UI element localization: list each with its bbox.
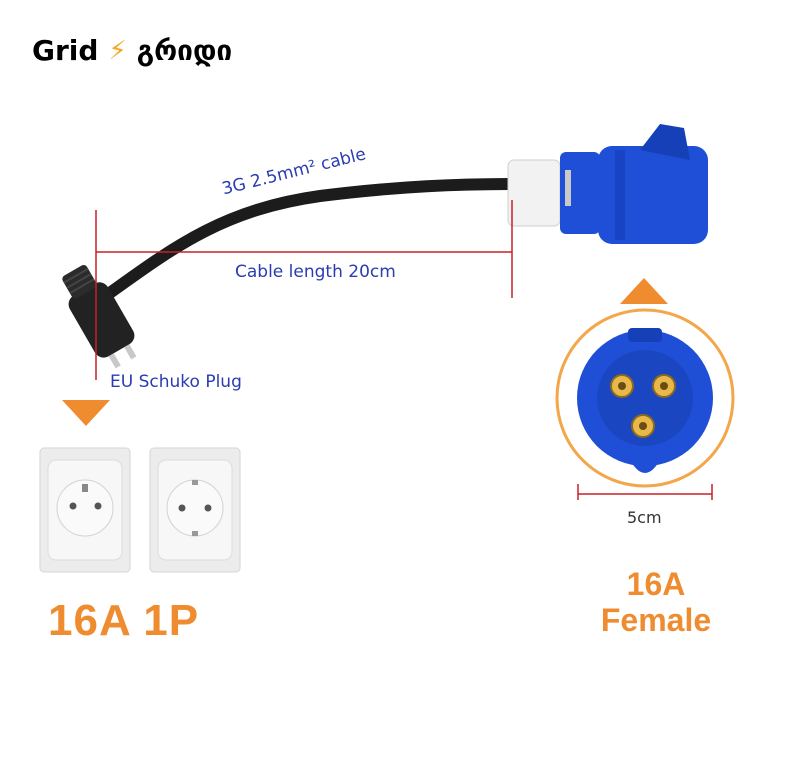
socket-schuko [149,447,241,573]
connector-rating: 16A Female [586,566,726,638]
socket-rating: 16A 1P [48,596,200,645]
brand-name-latin: Grid [32,34,99,67]
socket-french [39,447,131,573]
cable-length-label: Cable length 20cm [235,262,396,282]
arrow-down-icon [62,400,110,426]
schuko-plug [62,265,137,369]
connector-rating-type: Female [600,602,712,638]
plug-name-label: EU Schuko Plug [110,372,242,392]
brand-name-georgian: გრიდი [136,34,233,67]
connector-face [555,308,735,488]
arrow-up-icon [620,278,668,304]
cable [94,178,521,306]
connector-width-label: 5cm [627,508,662,527]
lightning-bolt-icon: ⚡ [108,35,127,66]
blue-connector [507,124,708,244]
connector-rating-current: 16A [626,566,686,602]
brand-title: Grid ⚡ გრიდი [32,34,232,67]
